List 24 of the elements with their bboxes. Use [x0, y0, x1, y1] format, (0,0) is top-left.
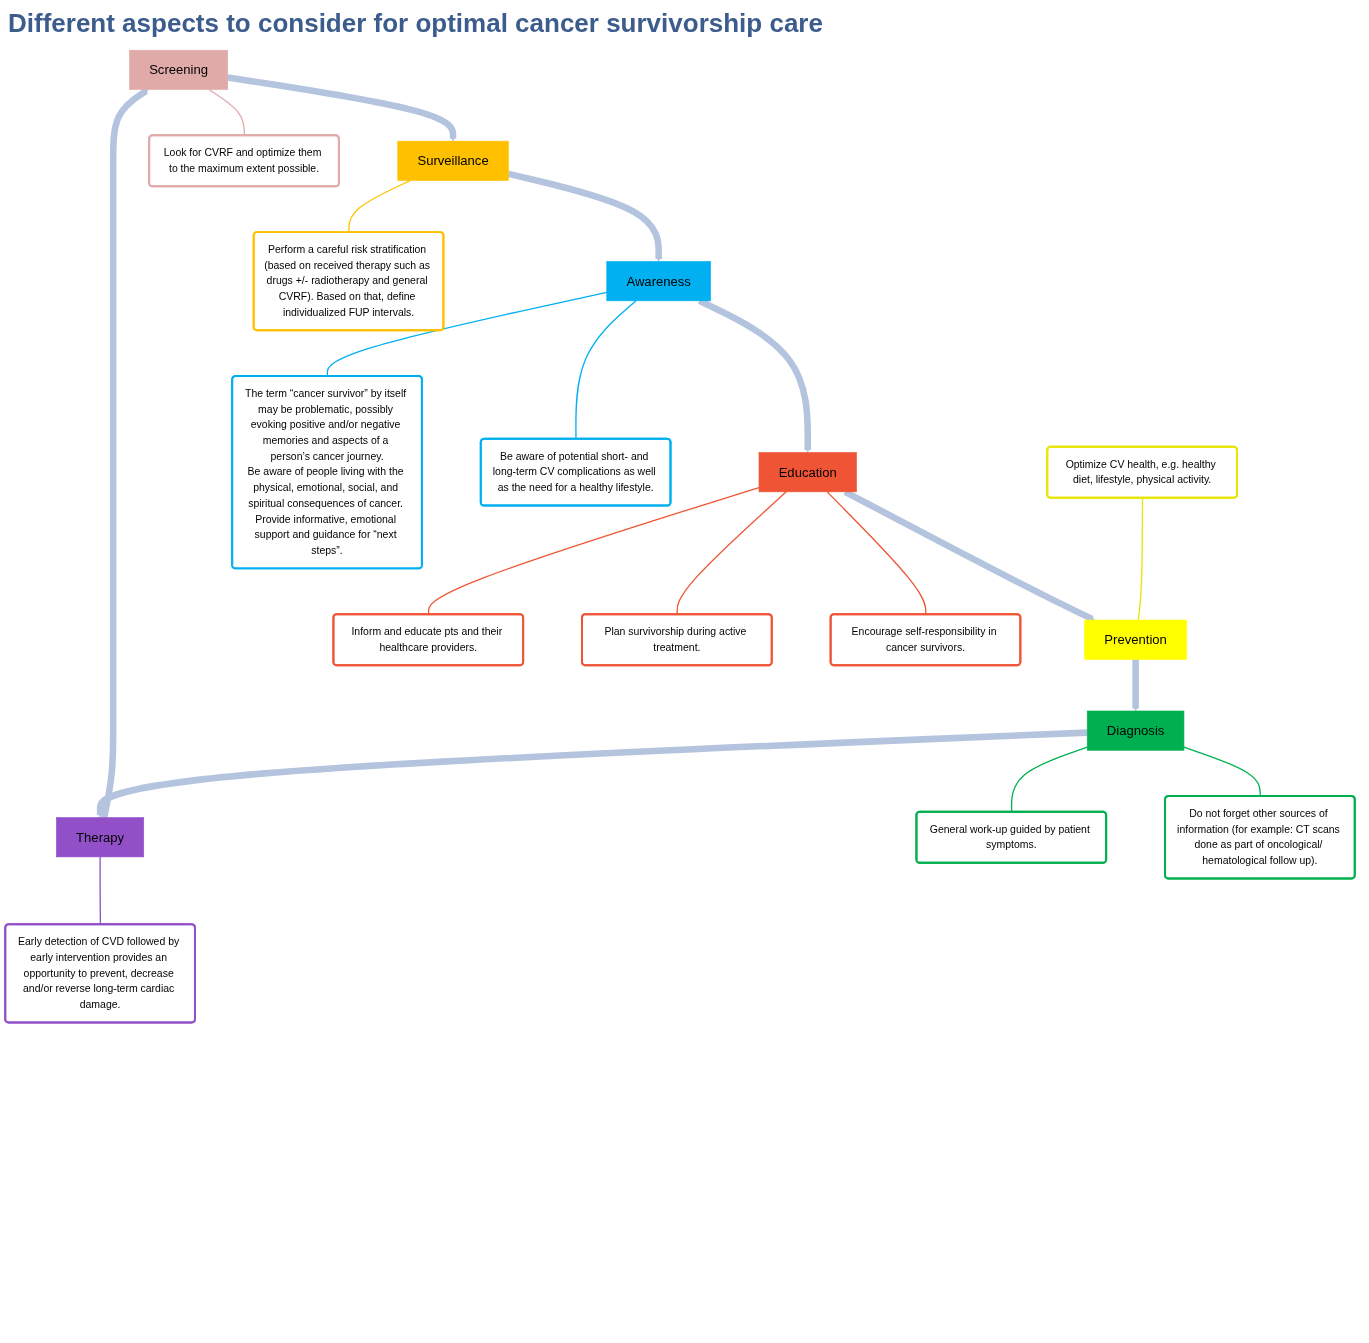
- node-box: Diagnosis: [1086, 710, 1185, 751]
- diagram-title: Different aspects to consider for optimal cancer survivorship care: [8, 8, 824, 39]
- node-box: Awareness: [606, 261, 711, 302]
- connector: [326, 291, 608, 378]
- node-box: Screening: [129, 49, 228, 90]
- connector: [208, 88, 245, 137]
- connector: [348, 179, 412, 234]
- connector: [1010, 746, 1088, 813]
- arrow: [1132, 659, 1139, 712]
- arrow: [96, 729, 1088, 818]
- arrow: [227, 74, 457, 142]
- arrow: [507, 170, 662, 262]
- connector: [676, 491, 787, 616]
- connector: [99, 856, 102, 926]
- connector: [826, 491, 927, 616]
- connector: [1183, 746, 1261, 798]
- node-box: Surveillance: [397, 140, 509, 181]
- connector: [575, 300, 637, 440]
- connector: [427, 486, 760, 616]
- arrow: [100, 88, 149, 819]
- node-box: Education: [758, 452, 857, 493]
- connector: [1137, 497, 1144, 621]
- node-box: Therapy: [56, 817, 145, 858]
- node-box: Prevention: [1084, 619, 1187, 660]
